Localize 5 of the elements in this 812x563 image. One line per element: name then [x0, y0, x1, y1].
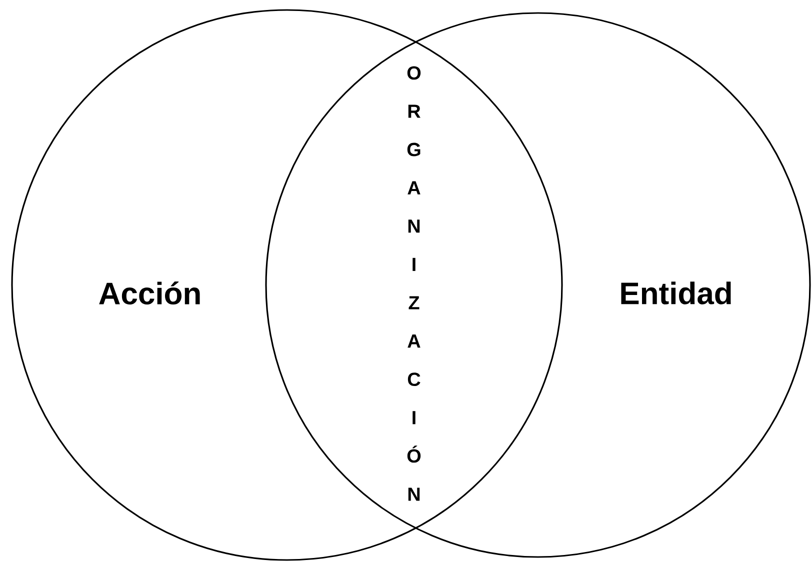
circle-label: Acción	[99, 281, 200, 305]
circle-label: Entidad	[621, 282, 731, 304]
vertical-label: ORGANIZACIÓN	[407, 66, 421, 501]
venn-circle	[265, 12, 811, 558]
venn-circle	[11, 9, 563, 561]
